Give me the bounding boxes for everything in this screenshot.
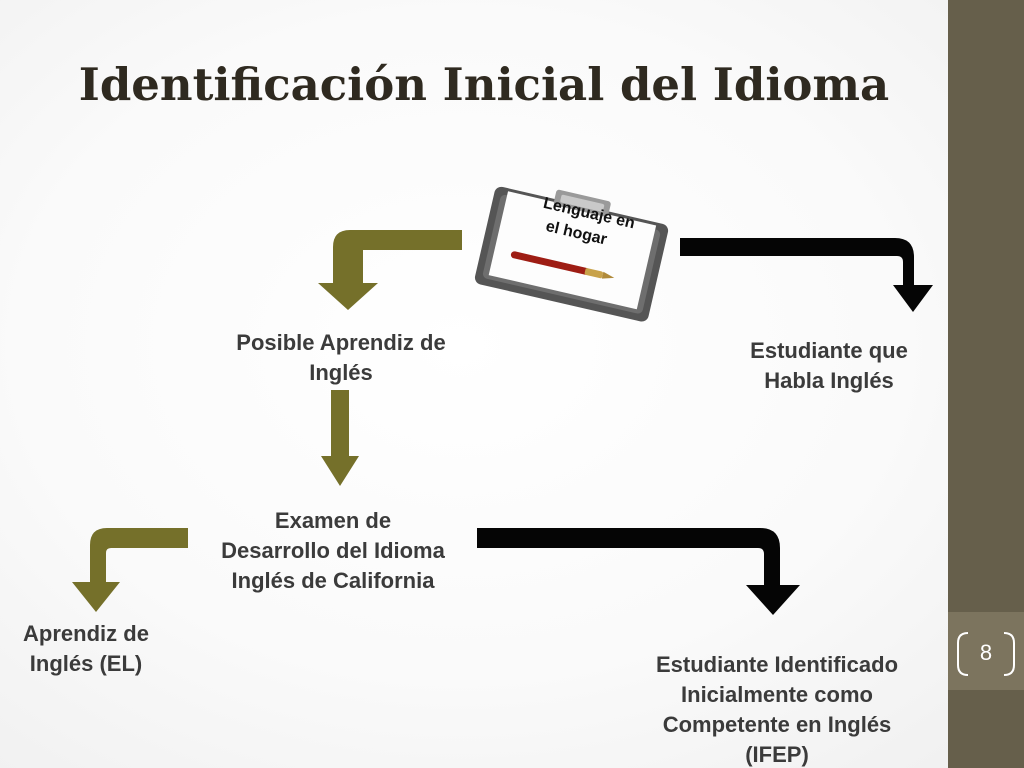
node-examen-line1: Examen de — [274, 508, 392, 533]
node-habla-ingles-line2: Habla Inglés — [764, 368, 894, 393]
page-number-brackets — [957, 632, 1015, 676]
page-number-box — [948, 612, 1024, 690]
node-examen: Examen de Desarrollo del Idioma Inglés d… — [188, 506, 478, 596]
arrow-to-aprendiz-el — [72, 528, 188, 612]
arrow-to-habla-ingles — [680, 238, 933, 312]
node-examen-line3: Inglés de California — [231, 568, 435, 593]
clipboard-icon — [474, 186, 669, 322]
node-habla-ingles-line1: Estudiante que — [750, 338, 908, 363]
node-ifep-line4: (IFEP) — [745, 742, 809, 767]
node-aprendiz-el-line2: Inglés (EL) — [29, 651, 143, 676]
node-ifep: Estudiante Identificado Inicialmente com… — [617, 650, 937, 768]
slide-title: Identificación Inicial del Idioma — [78, 58, 890, 111]
node-posible-aprendiz: Posible Aprendiz de Inglés — [196, 328, 486, 388]
arrow-to-ifep — [477, 528, 800, 615]
node-ifep-line1: Estudiante Identificado — [655, 652, 899, 677]
node-examen-line2: Desarrollo del Idioma — [221, 538, 445, 563]
node-habla-ingles: Estudiante que Habla Inglés — [704, 336, 954, 396]
node-ifep-line2: Inicialmente como — [681, 682, 873, 707]
arrow-to-posible-aprendiz — [318, 230, 462, 310]
arrow-to-examen — [321, 390, 359, 486]
node-posible-aprendiz-line2: Inglés — [309, 360, 373, 385]
page-number: 8 — [979, 640, 993, 665]
node-aprendiz-el-line1: Aprendiz de — [23, 621, 149, 646]
node-posible-aprendiz-line1: Posible Aprendiz de — [236, 330, 446, 355]
node-aprendiz-el: Aprendiz de Inglés (EL) — [0, 619, 172, 679]
node-ifep-line3: Competente en Inglés — [662, 712, 892, 737]
